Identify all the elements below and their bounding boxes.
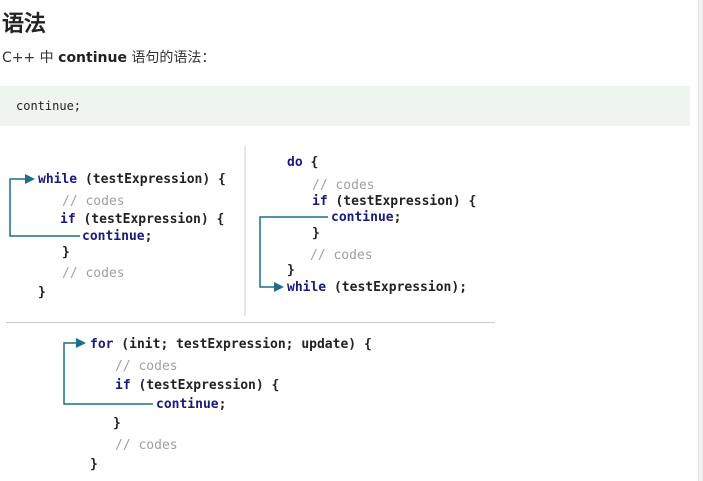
intro-text: C++ 中 continue 语句的语法：	[2, 47, 215, 67]
do-if-line: if (testExpression) {	[312, 194, 476, 209]
section-heading: 语法	[2, 12, 47, 37]
code-example-block: continue;	[0, 86, 690, 126]
while-continue-arrow	[9, 174, 80, 237]
while-close-inner: }	[62, 245, 70, 260]
for-continue-arrow	[63, 338, 153, 405]
do-close-outer: }	[287, 263, 295, 278]
for-line: for (init; testExpression; update) {	[90, 337, 372, 352]
while-continue-line: continue;	[82, 229, 152, 244]
do-close-inner: }	[312, 226, 320, 241]
continue-flow-diagrams: while (testExpression) { // codes if (te…	[6, 146, 495, 472]
for-comment-1: // codes	[115, 359, 178, 374]
while-loop-diagram: while (testExpression) { // codes if (te…	[9, 172, 226, 300]
while-line: while (testExpression) {	[38, 172, 226, 187]
intro-prefix: C++ 中	[2, 50, 59, 66]
for-close-outer: }	[90, 457, 98, 472]
while-comment-2: // codes	[62, 266, 125, 281]
do-comment-2: // codes	[310, 248, 373, 263]
for-continue-line: continue;	[156, 397, 226, 412]
for-if-line: if (testExpression) {	[115, 378, 279, 393]
scrollbar-track[interactable]	[698, 0, 703, 481]
code-example-text: continue;	[16, 99, 82, 113]
do-comment-1: // codes	[312, 178, 375, 193]
for-loop-diagram: for (init; testExpression; update) { // …	[63, 337, 372, 472]
do-while-loop-diagram: do { // codes if (testExpression) { cont…	[259, 155, 476, 295]
for-comment-2: // codes	[115, 438, 178, 453]
do-while-line: while (testExpression);	[287, 280, 467, 295]
while-comment-1: // codes	[62, 194, 125, 209]
while-if-line: if (testExpression) {	[60, 212, 224, 227]
for-close-inner: }	[113, 416, 121, 431]
intro-suffix: 语句的语法：	[126, 50, 216, 66]
while-close-outer: }	[38, 285, 46, 300]
do-line: do {	[287, 155, 318, 170]
intro-keyword: continue	[58, 50, 127, 66]
do-while-continue-arrow	[259, 216, 328, 292]
do-continue-line: continue;	[331, 210, 401, 225]
